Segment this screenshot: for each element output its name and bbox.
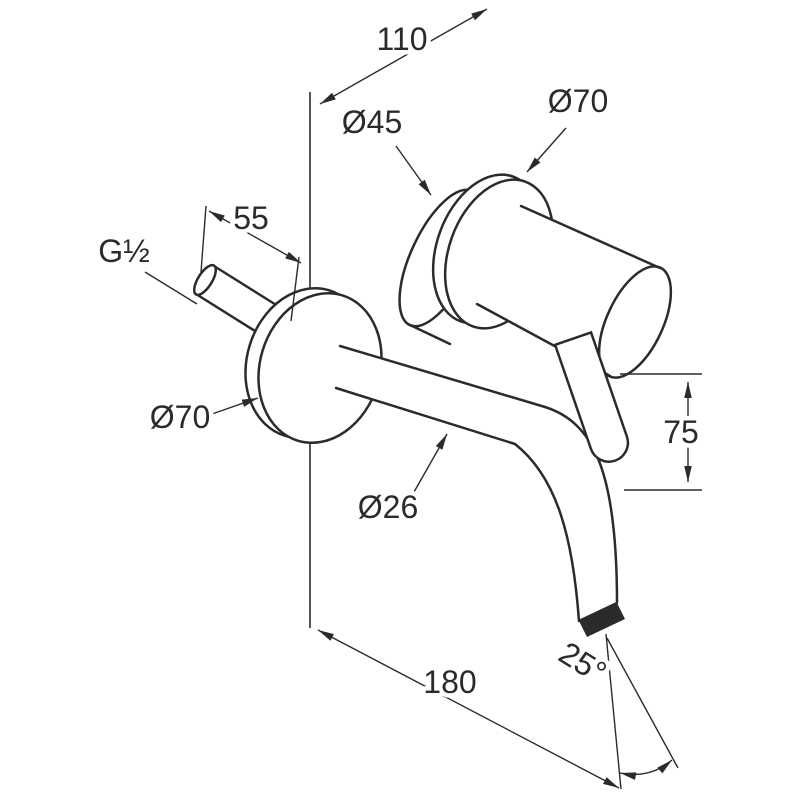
dimension-labels: 110 Ø45 Ø70 55 G½ Ø70 75 Ø26 180 25° xyxy=(94,17,704,705)
angle-25-arc xyxy=(619,759,673,780)
spout xyxy=(334,344,625,637)
label-dia-45: Ø45 xyxy=(342,104,402,140)
label-dia-26: Ø26 xyxy=(358,489,418,525)
dimensions xyxy=(144,8,702,790)
outlet-axis-extension xyxy=(605,633,622,790)
label-thread-g12: G½ xyxy=(98,233,150,269)
label-dim-55: 55 xyxy=(233,200,269,236)
supply-pipe-end-cap xyxy=(192,263,218,297)
spout-escutcheon xyxy=(244,286,383,445)
leader-dia70-left xyxy=(211,397,259,415)
leader-g12 xyxy=(144,271,198,305)
label-angle-25: 25° xyxy=(553,635,613,691)
label-dim-110: 110 xyxy=(376,21,427,57)
label-dim-180: 180 xyxy=(423,664,476,700)
leader-dia70-top xyxy=(526,127,567,173)
dim-55-ext-right xyxy=(290,256,300,322)
mixer-handle-lever xyxy=(553,330,630,463)
label-dia-70-top: Ø70 xyxy=(548,83,608,119)
label-dim-75: 75 xyxy=(663,414,699,450)
mixer-unit xyxy=(398,173,673,463)
spout-aerator xyxy=(579,603,625,637)
angle-25-line xyxy=(606,637,679,769)
dim-180-line xyxy=(317,629,620,789)
leader-dia26 xyxy=(413,433,448,493)
label-dia-70-left: Ø70 xyxy=(150,399,210,435)
mixer-body-top-edge xyxy=(519,204,662,270)
dim-110-line xyxy=(319,8,488,105)
dim-55-line xyxy=(208,210,302,264)
leader-dia45 xyxy=(395,145,432,196)
dim-55-ext-left xyxy=(200,205,207,273)
